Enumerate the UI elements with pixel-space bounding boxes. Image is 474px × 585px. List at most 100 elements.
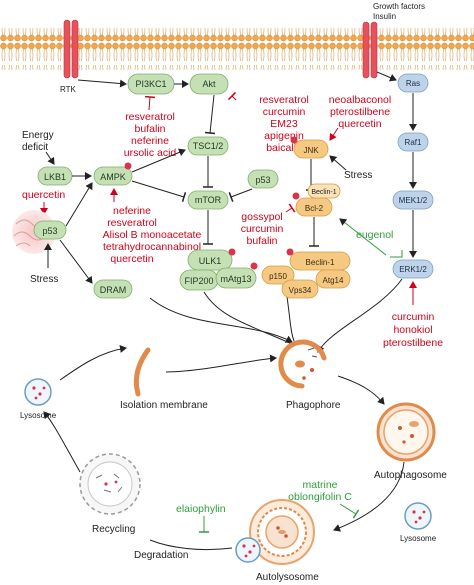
- vps34-node: [281, 279, 319, 299]
- atg14-node: [315, 269, 351, 289]
- autophagosome-label: Autophagosome: [374, 470, 447, 481]
- matrine-inhibition-line: [339, 503, 360, 519]
- lkb1-node: LKB1: [37, 166, 73, 186]
- pi3k-inhibition-line: [144, 95, 156, 111]
- pi3k-inhibitor-list: resveratrol bufalin neferine ursolic aci…: [124, 111, 177, 159]
- raf1-label: Raf1: [405, 138, 422, 147]
- degradation-label: Degradation: [134, 550, 188, 561]
- svg-text:honokiol: honokiol: [393, 324, 432, 336]
- recycling-label: Recycling: [92, 524, 135, 535]
- receptor-to-ras-arrow: [376, 71, 397, 82]
- autolysosome-inhibitor-list: matrine oblongifolin C: [288, 479, 352, 503]
- erk12-node: ERK1/2: [392, 259, 434, 279]
- ampk-activator-list: neferine resveratrol Alisol B monoacetat…: [103, 205, 202, 265]
- ras-label: Ras: [406, 79, 420, 88]
- bcl2-inhibition-line: [285, 203, 296, 213]
- svg-text:quercetin: quercetin: [338, 118, 381, 130]
- akt-inhibition-line: [227, 91, 237, 101]
- fip200-label: FIP200: [184, 276, 213, 286]
- tsc12-label: TSC1/2: [193, 141, 224, 151]
- svg-text:resveratrol: resveratrol: [259, 94, 309, 106]
- bcl2-phospho-icon: [292, 192, 300, 200]
- matg13-phospho-icon: [250, 262, 258, 270]
- svg-text:tetrahydrocannabinol: tetrahydrocannabinol: [103, 241, 201, 253]
- pi3kc1-label: PI3KC1: [135, 79, 166, 89]
- akt-label: Akt: [202, 79, 216, 89]
- stress-right-label: Stress: [344, 170, 372, 181]
- rtk-to-pi3k-arrow: [77, 79, 127, 88]
- atg14-label: Atg14: [323, 276, 344, 285]
- vps34-label: Vps34: [289, 286, 312, 295]
- svg-text:matrine: matrine: [302, 479, 337, 491]
- svg-text:ursolic acid: ursolic acid: [124, 147, 177, 159]
- stress-to-jnk-arrow: [329, 155, 347, 171]
- svg-text:quercetin: quercetin: [110, 253, 153, 265]
- matg13-label: mAtg13: [220, 274, 251, 284]
- p53-inhibits-mtor-line: [228, 188, 253, 202]
- svg-text:curcumin: curcumin: [263, 106, 306, 118]
- isolation-membrane-label: Isolation membrane: [120, 400, 208, 411]
- ulk1-to-phagophore-arrow: [203, 291, 293, 345]
- autolysosome-icon: [249, 499, 315, 565]
- pi3kc1-node: PI3KC1: [127, 73, 175, 95]
- lysosome-right-icon: [404, 502, 432, 530]
- matg13-node: [215, 267, 257, 289]
- beclin1-complex: Beclin-1 p150 Atg14 Vps34: [261, 248, 351, 299]
- phagophore-to-autophagosome-arrow: [337, 375, 385, 405]
- energy-deficit-label-2: deficit: [22, 142, 48, 153]
- akt-inhibits-tsc-line: [204, 94, 216, 135]
- svg-text:oblongifolin C: oblongifolin C: [288, 491, 352, 503]
- ras-node: Ras: [397, 73, 429, 93]
- ampk-inhibits-mtor-line: [131, 180, 187, 202]
- phagophore-label: Phagophore: [286, 400, 341, 411]
- p53-activator-label: quercetin: [22, 189, 65, 201]
- autolysosome-label: Autolysosome: [256, 572, 319, 583]
- erk-to-phagophore-arrow: [317, 278, 403, 353]
- beclin-inhibitor-group: eugenol: [339, 218, 403, 258]
- insulin-receptor: [362, 21, 378, 79]
- lysosome-to-isolation-arrow: [59, 344, 127, 381]
- autophagosome-icon: [376, 402, 436, 462]
- p150-node: [261, 265, 295, 285]
- svg-text:bufalin: bufalin: [247, 235, 278, 247]
- svg-text:neoalbaconol: neoalbaconol: [329, 94, 391, 106]
- p53-left-label: p53: [42, 226, 57, 236]
- svg-text:neferine: neferine: [113, 205, 151, 217]
- p53-right-label: p53: [255, 175, 270, 185]
- mek12-node: MEK1/2: [392, 190, 434, 210]
- recycling-to-lysosome-arrow: [43, 411, 81, 473]
- isolation-membrane-icon: [133, 347, 151, 397]
- svg-text:pterostilbene: pterostilbene: [383, 337, 443, 349]
- dram-to-phagophore-arrow: [149, 297, 293, 343]
- svg-text:pterostilbene: pterostilbene: [330, 106, 390, 118]
- growth-factors-label: Growth factors: [373, 2, 425, 11]
- ulk1-complex: ULK1 FIP200 mAtg13: [179, 248, 258, 291]
- lkb1-label: LKB1: [44, 172, 66, 182]
- svg-text:baicalin: baicalin: [266, 142, 302, 154]
- autolysosome-to-recycling-line: [149, 539, 233, 551]
- ampk-to-tsc-arrow: [131, 148, 186, 173]
- akt-node: Akt: [189, 73, 229, 95]
- mek12-label: MEK1/2: [399, 196, 428, 205]
- rtk-label: RTK: [60, 85, 77, 94]
- svg-text:resveratrol: resveratrol: [107, 217, 157, 229]
- ampk-label: AMPK: [100, 172, 126, 182]
- beclin1-small-node: [307, 183, 341, 199]
- erk-activator-list: curcumin honokiol pterostilbene: [383, 311, 443, 349]
- ampk-node: AMPK: [93, 162, 133, 186]
- cell-membrane: [0, 28, 474, 70]
- lysosome-fusing-icon: [235, 537, 261, 563]
- svg-text:apigenin: apigenin: [264, 130, 304, 142]
- beclin-inhibitor-label: eugenol: [356, 229, 393, 241]
- insulin-label: Insulin: [373, 12, 396, 21]
- tsc12-node: TSC1/2: [187, 136, 229, 156]
- bcl2-label: Bcl-2: [305, 204, 324, 213]
- bcl2-complex: Bcl-2 Beclin-1: [292, 183, 341, 217]
- lysosome-left-icon: [24, 378, 52, 406]
- eugenol-arrowhead: [339, 218, 348, 226]
- beclin1-small-label: Beclin-1: [311, 189, 336, 196]
- jnk-label: JNK: [303, 146, 319, 155]
- p53-right-node: p53: [247, 169, 279, 189]
- autophagosome-to-autolysosome-arrow: [333, 461, 405, 532]
